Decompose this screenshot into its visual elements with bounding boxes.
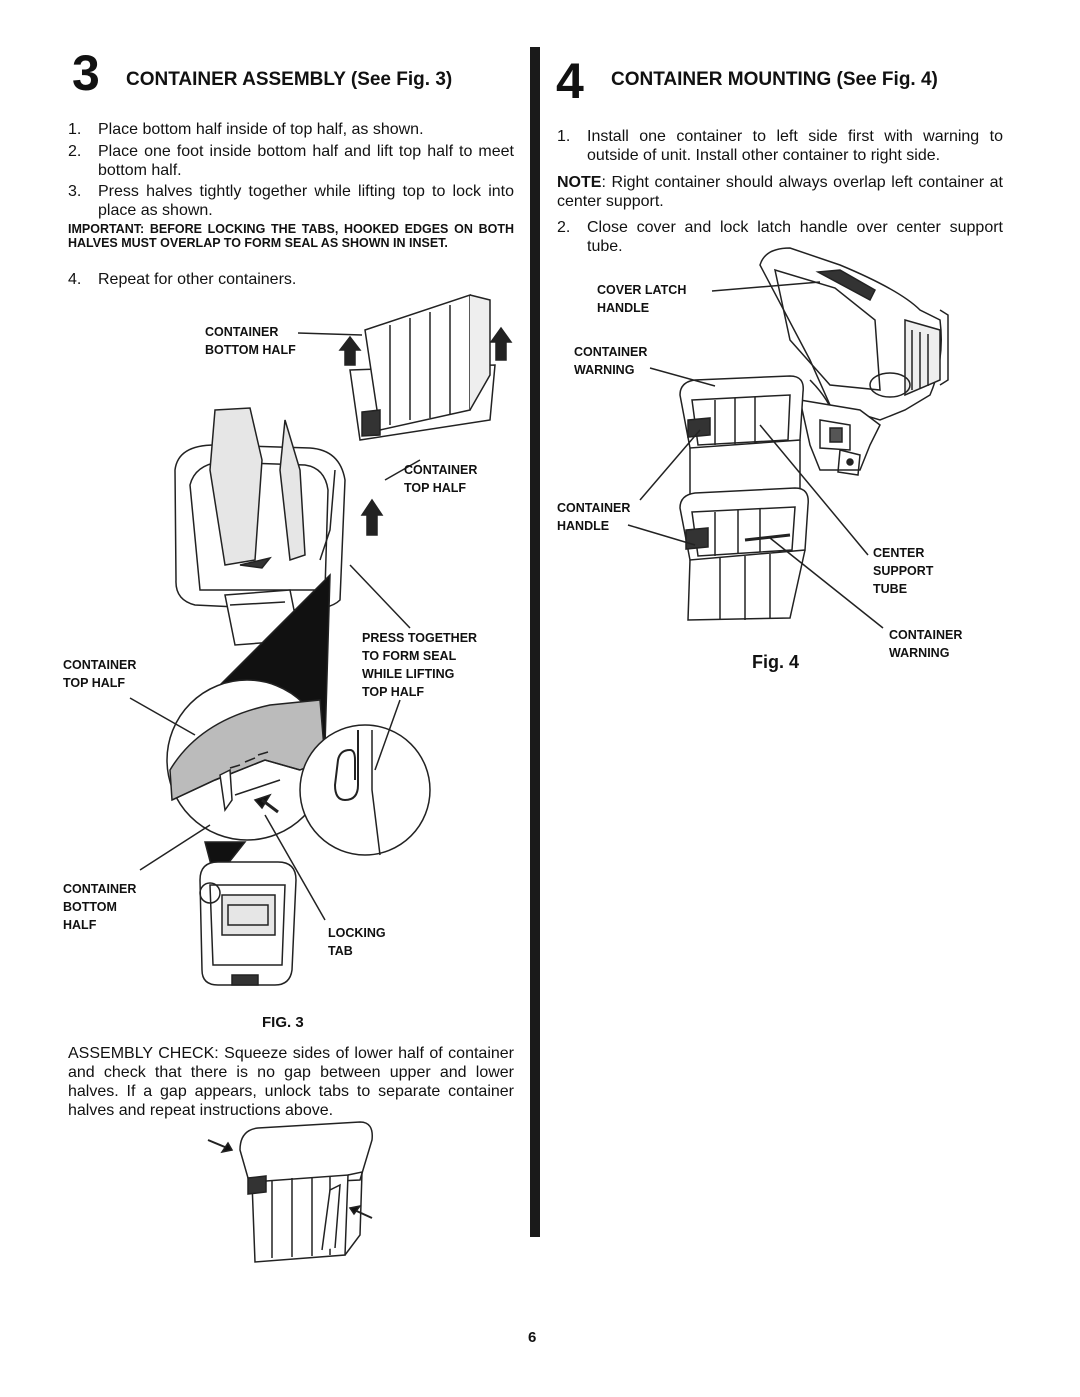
section-heading-container-assembly: CONTAINER ASSEMBLY (See Fig. 3) xyxy=(126,69,453,90)
label-line: TO FORM SEAL xyxy=(362,649,457,663)
label-line: HANDLE xyxy=(597,301,650,315)
label-line: BOTTOM HALF xyxy=(205,343,296,357)
label-container-warning-left: CONTAINER WARNING xyxy=(574,343,647,379)
label-locking-tab: LOCKING TAB xyxy=(328,924,386,960)
label-line: TOP HALF xyxy=(404,481,467,495)
label-line: TOP HALF xyxy=(362,685,425,699)
label-container-bottom-half-top: CONTAINER BOTTOM HALF xyxy=(205,323,296,359)
assembly-step-1: 1. Place bottom half inside of top half,… xyxy=(68,120,514,139)
label-line: COVER LATCH xyxy=(597,283,687,297)
assembly-step-4: 4. Repeat for other containers. xyxy=(68,270,514,289)
step-index: 3. xyxy=(68,183,82,200)
label-line: WARNING xyxy=(889,646,950,660)
step-index: 4. xyxy=(68,271,82,288)
note-label: NOTE xyxy=(557,174,602,191)
label-line: HALF xyxy=(63,918,97,932)
step-text: Close cover and lock latch handle over c… xyxy=(587,219,1003,255)
label-line: TUBE xyxy=(873,582,908,596)
fig3-caption: FIG. 3 xyxy=(262,1014,304,1031)
label-line: CONTAINER xyxy=(63,882,137,896)
label-container-top-half-right: CONTAINER TOP HALF xyxy=(404,461,477,497)
important-notice: IMPORTANT: BEFORE LOCKING THE TABS, HOOK… xyxy=(68,222,514,250)
label-line: CENTER xyxy=(873,546,925,560)
label-container-top-half-left: CONTAINER TOP HALF xyxy=(63,656,136,692)
label-line: TOP HALF xyxy=(63,676,126,690)
label-line: WARNING xyxy=(574,363,635,377)
assembly-check-text: ASSEMBLY CHECK: Squeeze sides of lower h… xyxy=(68,1045,514,1119)
step-index: 1. xyxy=(68,121,82,138)
step-number-4: 4 xyxy=(556,53,584,109)
label-press-together: PRESS TOGETHER TO FORM SEAL WHILE LIFTIN… xyxy=(362,629,477,701)
step-text: Repeat for other containers. xyxy=(98,271,297,288)
mounting-note: NOTE: Right container should always over… xyxy=(557,173,1003,211)
label-line: CONTAINER xyxy=(205,325,279,339)
label-line: LOCKING xyxy=(328,926,386,940)
label-line: WHILE LIFTING xyxy=(362,667,455,681)
label-line: SUPPORT xyxy=(873,564,934,578)
step-index: 1. xyxy=(557,128,571,145)
step-text: Place one foot inside bottom half and li… xyxy=(98,143,514,179)
label-container-bottom-half-left: CONTAINER BOTTOM HALF xyxy=(63,880,136,934)
label-line: HANDLE xyxy=(557,519,610,533)
step-text: Install one container to left side first… xyxy=(587,128,1003,164)
label-line: TAB xyxy=(328,944,353,958)
step-text: Place bottom half inside of top half, as… xyxy=(98,121,424,138)
section-heading-container-mounting: CONTAINER MOUNTING (See Fig. 4) xyxy=(611,69,938,90)
label-center-support-tube: CENTER SUPPORT TUBE xyxy=(873,544,933,598)
assembly-step-2: 2. Place one foot inside bottom half and… xyxy=(68,142,514,180)
label-cover-latch-handle: COVER LATCH HANDLE xyxy=(597,281,686,317)
step-index: 2. xyxy=(68,143,82,160)
fig3-illustration xyxy=(0,0,540,1397)
label-line: PRESS TOGETHER xyxy=(362,631,478,645)
label-container-handle: CONTAINER HANDLE xyxy=(557,499,630,535)
label-line: CONTAINER xyxy=(404,463,478,477)
mounting-step-2: 2. Close cover and lock latch handle ove… xyxy=(557,218,1003,256)
note-text: : Right container should always overlap … xyxy=(557,174,1003,210)
step-text: Press halves tightly together while lift… xyxy=(98,183,514,219)
mounting-step-1: 1. Install one container to left side fi… xyxy=(557,127,1003,165)
label-line: CONTAINER xyxy=(63,658,137,672)
step-index: 2. xyxy=(557,219,571,236)
page-number: 6 xyxy=(528,1329,537,1346)
step-number-3: 3 xyxy=(72,45,100,101)
fig4-caption: Fig. 4 xyxy=(752,652,800,672)
column-divider xyxy=(530,47,540,1237)
assembly-step-3: 3. Press halves tightly together while l… xyxy=(68,182,514,220)
label-line: CONTAINER xyxy=(574,345,648,359)
label-line: BOTTOM xyxy=(63,900,117,914)
label-container-warning-right: CONTAINER WARNING xyxy=(889,626,962,662)
label-line: CONTAINER xyxy=(557,501,631,515)
label-line: CONTAINER xyxy=(889,628,963,642)
